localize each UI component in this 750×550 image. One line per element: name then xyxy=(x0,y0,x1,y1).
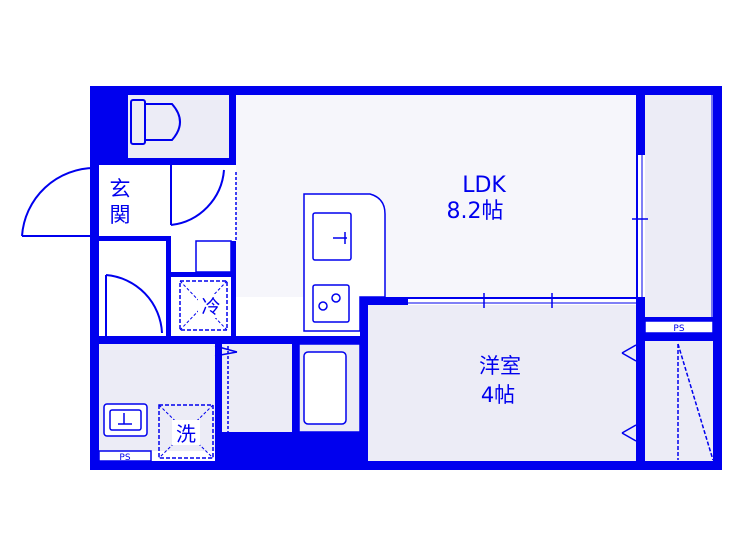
ps-bottom: PS xyxy=(98,450,152,463)
bedroom-floor xyxy=(368,305,636,461)
fridge-label: 冷 xyxy=(201,296,220,318)
bedroom-name: 洋室 xyxy=(479,354,521,378)
toilet-door[interactable] xyxy=(170,165,225,226)
bath-floor xyxy=(222,344,292,432)
kitchen-counter xyxy=(303,193,386,332)
svg-text:PS: PS xyxy=(119,453,130,463)
entrance-label-top: 玄 xyxy=(110,177,131,201)
closet-door[interactable] xyxy=(105,274,163,336)
bedroom-closet xyxy=(621,343,714,461)
ldk-size: 8.2帖 xyxy=(447,199,504,224)
passage-opening xyxy=(195,172,237,273)
fridge-space: 冷 xyxy=(179,280,228,331)
bedroom-size: 4帖 xyxy=(481,383,515,407)
toilet-icon xyxy=(130,99,181,145)
entrance-door[interactable] xyxy=(21,166,96,237)
ldk-floor xyxy=(236,95,636,297)
washer-space: 洗 xyxy=(158,404,214,459)
bathtub xyxy=(214,343,361,433)
balcony-window[interactable] xyxy=(632,95,713,317)
ldk-name: LDK xyxy=(462,173,506,198)
outer-walls xyxy=(90,86,722,470)
ps-right: PS xyxy=(644,320,714,334)
closet-floor xyxy=(645,341,717,463)
entrance-label-bottom: 関 xyxy=(110,203,131,227)
washer-label: 洗 xyxy=(176,422,196,446)
sliding-door[interactable] xyxy=(408,293,636,308)
svg-text:PS: PS xyxy=(673,324,684,334)
balcony-floor xyxy=(645,95,717,317)
wash-basin xyxy=(103,403,148,437)
